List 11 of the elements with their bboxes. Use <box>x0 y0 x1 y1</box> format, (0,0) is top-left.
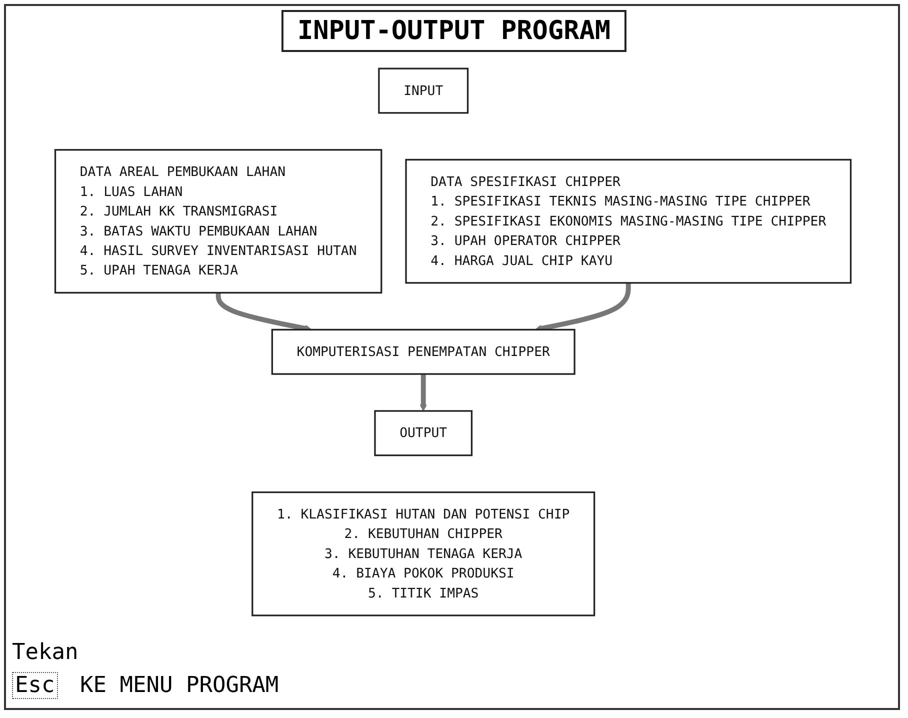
key-label: Esc <box>12 672 58 699</box>
node-box: KOMPUTERISASI PENEMPATAN CHIPPER <box>271 328 576 375</box>
menu-instruction: KE MENU PROGRAM <box>80 673 279 698</box>
node-box: DATA AREAL PEMBUKAAN LAHAN 1. LUAS LAHAN 2. JUMLAH KK TRANSMIGRASI 3. BATAS WAKTU PEMBUKAAN LAHAN 4. HASIL SURVEY INVENTARISASI HUTAN 5. UPAH TENAGA KERJA <box>54 149 382 294</box>
node-box: OUTPUT <box>374 410 473 456</box>
title: INPUT-OUTPUT PROGRAM <box>281 10 627 52</box>
prompt-text: Tekan <box>12 640 78 665</box>
node-box: DATA SPESIFIKASI CHIPPER 1. SPESIFIKASI TEKNIS MASING-MASING TIPE CHIPPER 2. SPESIFIKASI EKONOMIS MASING-MASING TIPE CHIPPER 3. UPAH OPERATOR CHIPPER 4. HARGA JUAL CHIP KAYU <box>405 158 852 284</box>
node-box: INPUT <box>378 68 469 114</box>
node-box: 1. KLASIFIKASI HUTAN DAN POTENSI CHIP 2. KEBUTUHAN CHIPPER 3. KEBUTUHAN TENAGA KERJA 4. BIAYA POKOK PRODUKSI 5. TITIK IMPAS <box>252 491 596 616</box>
arrow <box>420 374 427 412</box>
